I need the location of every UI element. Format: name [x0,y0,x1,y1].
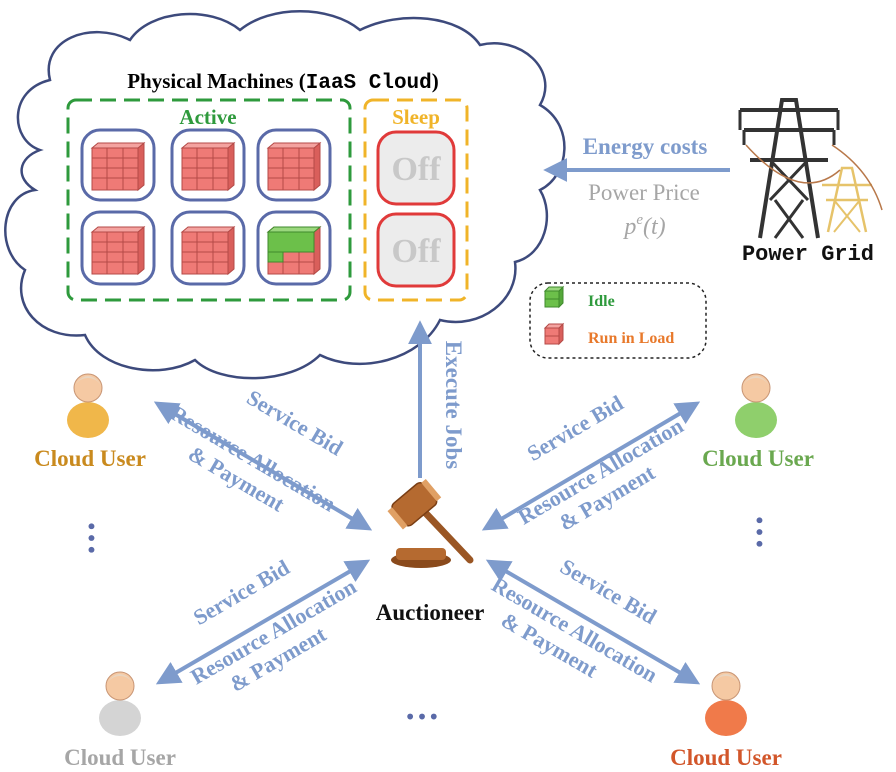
server-machine-partially-idle [256,210,332,286]
user-avatar-icon [66,373,110,439]
bid-arrow [155,559,371,685]
auctioneer-label: Auctioneer [376,600,485,625]
server-machine [80,128,156,202]
more-users-dots: ••• [747,514,771,549]
more-users-dots: ••• [404,705,439,729]
bid-arrow [485,559,701,685]
cloud-user-label: Cloud User [670,745,782,770]
server-machine [170,210,246,286]
server-machine [256,128,332,202]
svg-text:Off: Off [391,151,441,188]
legend-box [529,282,707,359]
power-grid-label: Power Grid [742,242,874,267]
active-label: Active [179,105,236,129]
server-machine [80,210,156,286]
svg-text:Off: Off [391,233,441,270]
server-machine [170,128,246,202]
user-avatar-icon [734,373,778,439]
off-machine: Off [376,212,456,288]
power-price-label: Power Price [588,180,700,205]
power-price-symbol: pe(t) [622,212,665,240]
bid-arrow [153,401,373,531]
legend-load-label: Run in Load [588,330,674,347]
off-machine: Off [376,130,456,206]
load-server-icon [543,322,565,346]
more-users-dots: ••• [79,520,103,555]
active-group-frame [66,98,352,302]
bid-label-group: Service Bid Resource Allocation & Paymen… [186,555,360,697]
cloud-title: Physical Machines (IaaS Cloud) [127,69,439,95]
sleep-label: Sleep [392,105,440,129]
bid-arrow [481,401,701,531]
bid-label-group: Service Bid Resource Allocation & Paymen… [488,554,662,688]
power-tower-icon [728,96,888,239]
legend-idle-label: Idle [588,293,615,310]
cloud-user-label: Cloud User [64,745,176,770]
gavel-icon [387,478,474,568]
user-avatar-icon [704,671,748,737]
idle-server-icon [543,285,565,309]
sleep-group-frame [363,98,469,302]
execute-jobs-label: Execute Jobs [441,341,466,469]
bid-label-group: Service Bid Resource Allocation & Paymen… [166,385,347,517]
user-avatar-icon [98,671,142,737]
cloud-user-label: Cloud User [702,446,814,471]
energy-costs-label: Energy costs [583,134,708,159]
cloud-user-label: Cloud User [34,446,146,471]
bid-label-group: Service Bid Resource Allocation & Paymen… [513,390,687,535]
